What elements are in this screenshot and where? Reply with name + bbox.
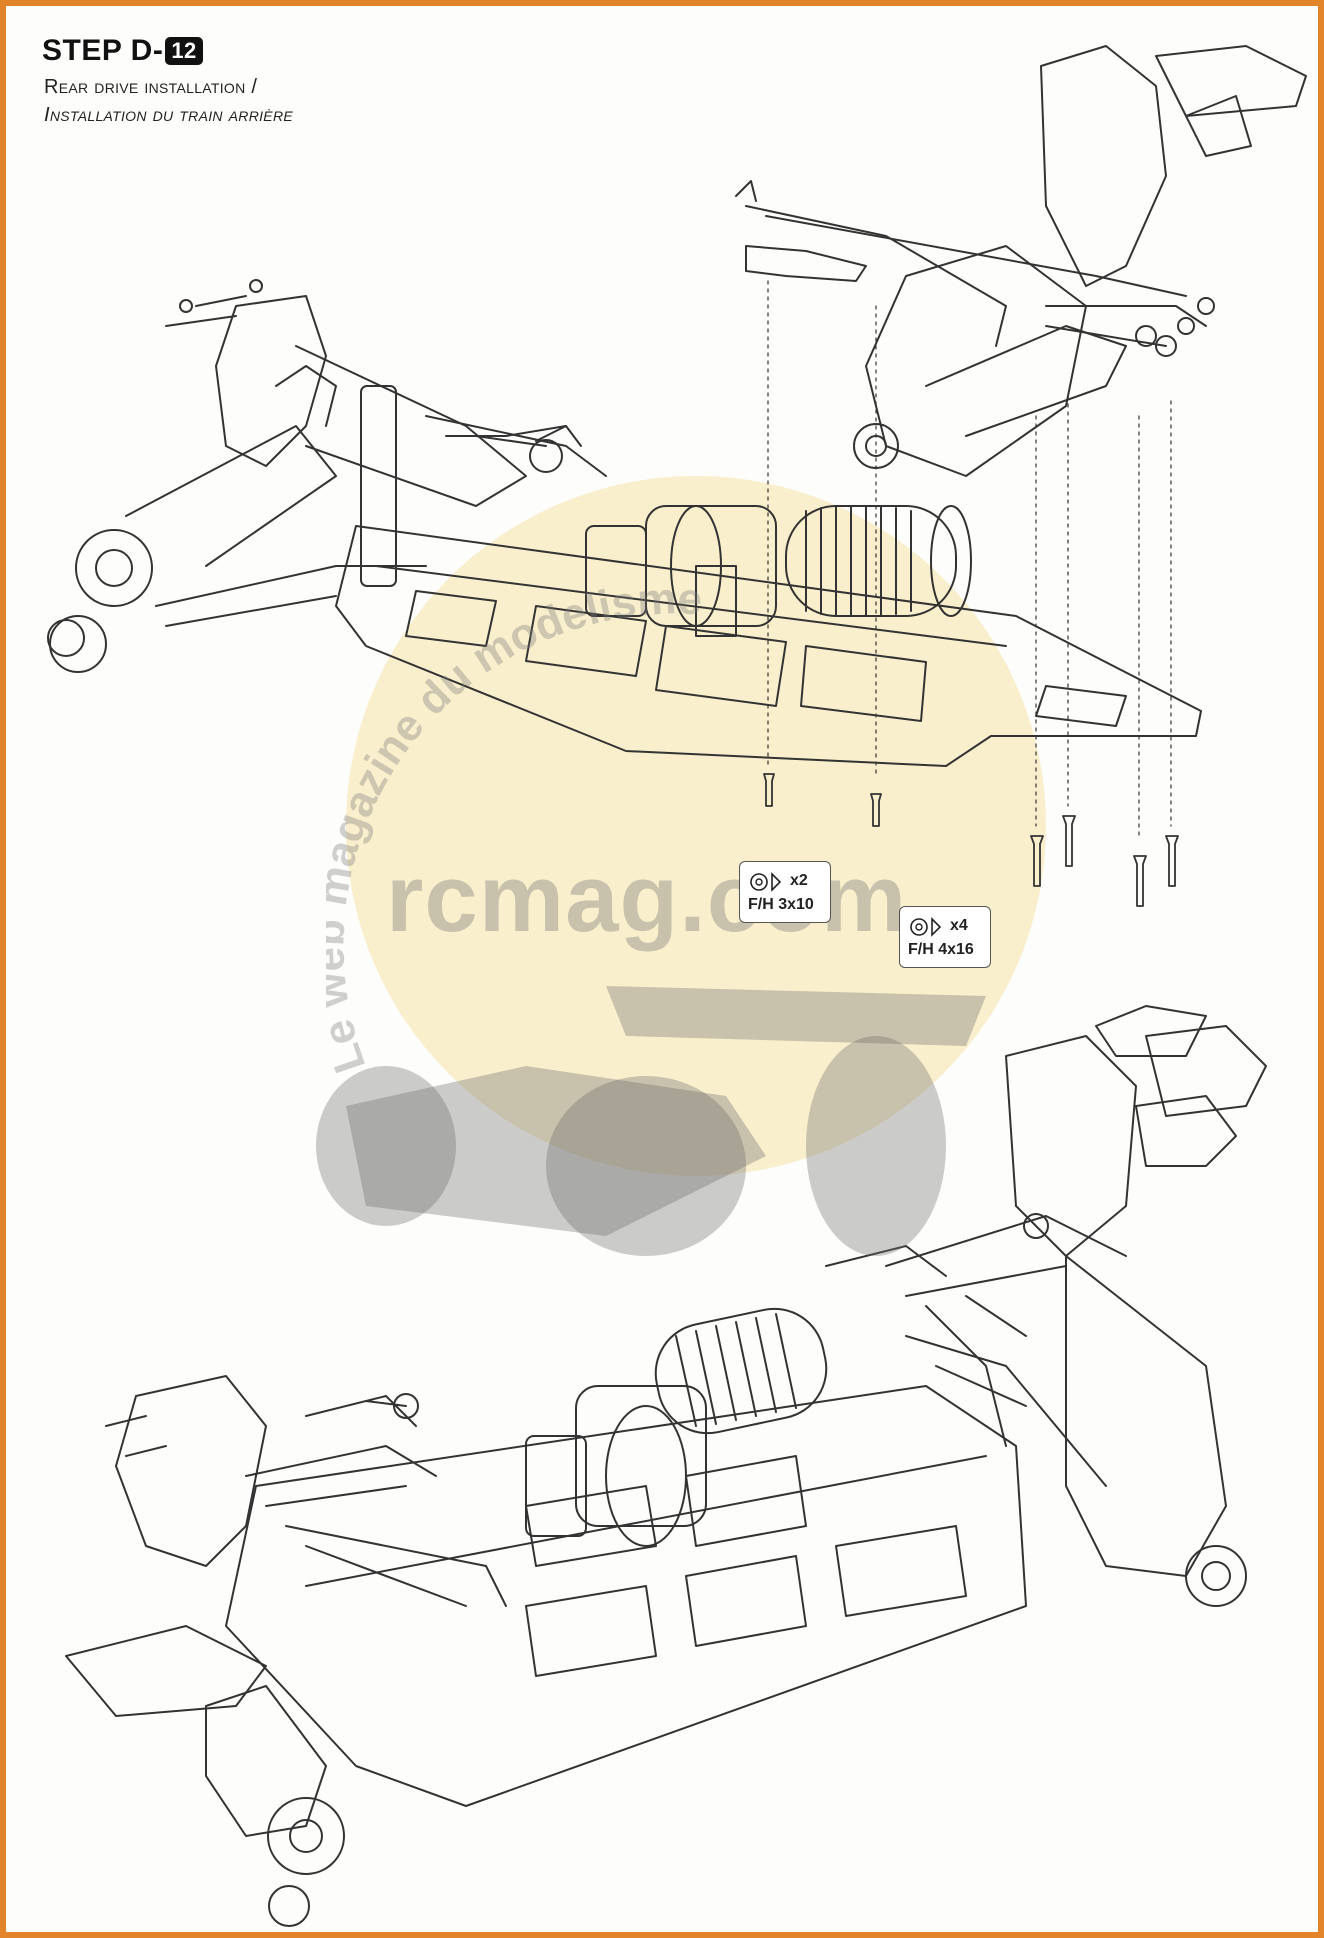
screws-4x16 <box>1030 815 1179 907</box>
upper-motor <box>785 505 972 617</box>
flat-head-screw-icon <box>910 917 942 937</box>
screw-label-4x16: x4 F/H 4x16 <box>899 906 991 968</box>
step-title: STEP D- 12 <box>42 34 203 68</box>
step-number-badge: 12 <box>165 37 203 65</box>
screw-spec: F/H 3x10 <box>748 896 814 913</box>
screw-quantity: x2 <box>790 872 808 889</box>
lower-rear-suspension <box>825 1005 1267 1607</box>
watermark-buggy <box>316 986 986 1256</box>
svg-text:Le web magazine du modelisme: Le web magazine du modelisme <box>326 574 703 1079</box>
watermark-tagline-text: Le web magazine du modelisme <box>326 574 703 1079</box>
upper-rear-suspension <box>735 45 1307 477</box>
screw-spec: F/H 4x16 <box>908 941 974 958</box>
subtitle-french: Installation du train arrière <box>44 104 293 126</box>
lower-motor <box>654 1307 828 1435</box>
instruction-page: Le web magazine du modelisme rcmag.com S… <box>6 6 1318 1932</box>
watermark-tagline: Le web magazine du modelisme <box>326 574 703 1079</box>
guide-lines <box>767 280 1172 837</box>
flat-head-screw-icon <box>750 872 782 892</box>
upper-front-suspension <box>47 279 607 673</box>
subtitle-english: Rear drive installation / <box>44 76 258 98</box>
lower-chassis-plate <box>225 1385 1027 1807</box>
assembly-illustration <box>47 45 1307 1927</box>
watermark-disk <box>346 476 1046 1176</box>
screw-label-3x10: x2 F/H 3x10 <box>739 861 831 923</box>
upper-chassis-plate <box>335 525 1202 767</box>
step-prefix: STEP D- <box>42 34 164 67</box>
upper-gearbox <box>585 505 777 637</box>
screw-quantity: x4 <box>950 917 968 934</box>
lower-front-suspension <box>65 1375 507 1927</box>
lower-gearbox <box>525 1385 707 1547</box>
screws-3x10 <box>763 773 882 827</box>
